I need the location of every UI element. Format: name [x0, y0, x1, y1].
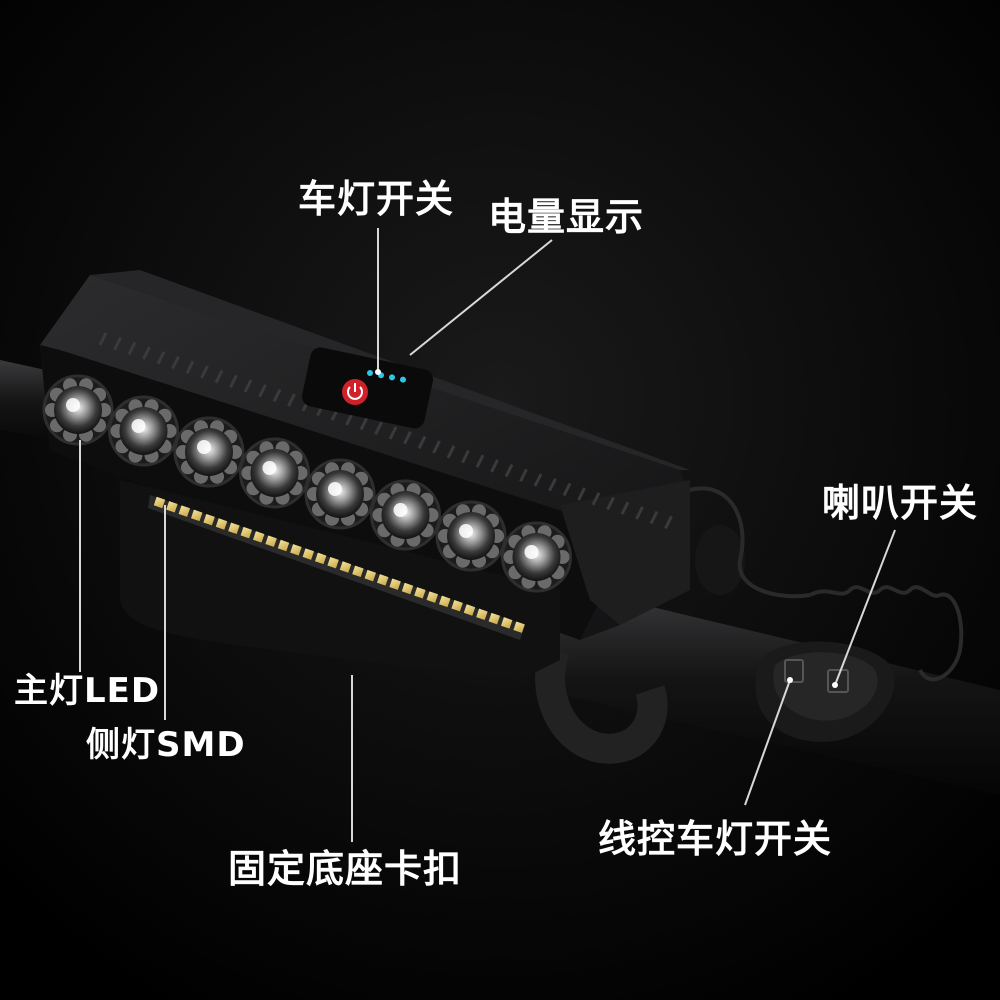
main-led-lens — [173, 416, 245, 488]
smd-cell — [290, 544, 302, 556]
smd-cell — [190, 509, 203, 522]
smd-cell — [463, 604, 476, 616]
leader-dots — [375, 369, 838, 688]
label-wired-switch: 线控车灯开关 — [598, 817, 833, 861]
battery-led — [389, 374, 395, 381]
smd-cell — [228, 522, 240, 535]
smd-cell — [265, 535, 277, 547]
smd-cell — [302, 548, 315, 560]
main-led-lens — [370, 479, 441, 551]
battery-indicator — [367, 370, 406, 383]
label-headlight-switch: 车灯开关 — [298, 177, 455, 221]
smd-cell — [414, 587, 426, 599]
main-led-lens — [239, 437, 310, 509]
smd-cell — [389, 578, 401, 590]
smd-cell — [513, 621, 525, 633]
smd-cell — [451, 599, 463, 612]
light-icon[interactable] — [784, 659, 804, 683]
smd-cell — [352, 565, 364, 578]
smd-cell — [401, 582, 414, 595]
smd-cell — [252, 531, 265, 543]
smd-cell — [277, 539, 290, 552]
ridge-pattern — [98, 332, 673, 529]
battery-led — [367, 370, 373, 376]
main-led-lens — [304, 458, 376, 530]
smd-cell — [476, 608, 488, 621]
smd-cell — [314, 552, 327, 565]
smd-cell — [426, 591, 439, 603]
smd-cell — [364, 569, 377, 582]
control-panel — [301, 347, 434, 429]
label-mount-clip: 固定底座卡扣 — [228, 847, 463, 891]
smd-cell — [327, 556, 339, 569]
horn-icon[interactable] — [827, 669, 849, 693]
smd-cell — [203, 513, 215, 526]
smd-cell — [438, 595, 451, 608]
main-led-lens — [435, 500, 507, 572]
label-battery-display: 电量显示 — [488, 195, 645, 239]
smd-cell — [153, 496, 166, 509]
smd-cell — [240, 526, 253, 539]
main-led-lens — [108, 395, 179, 467]
power-icon — [347, 386, 363, 400]
main-led-array — [42, 374, 572, 593]
wired-remote-switch[interactable] — [755, 641, 895, 742]
side-smd-strip — [148, 495, 525, 640]
power-button[interactable] — [342, 379, 368, 405]
label-horn-switch: 喇叭开关 — [822, 481, 979, 525]
leader-lines — [79, 228, 896, 842]
label-side-smd: 侧灯SMD — [86, 725, 246, 765]
smd-cell — [215, 518, 228, 530]
main-led-lens — [501, 521, 572, 593]
smd-cell — [339, 561, 352, 573]
smd-cell — [376, 574, 389, 586]
label-main-led: 主灯LED — [14, 671, 161, 711]
smd-cell — [178, 505, 191, 517]
smd-cell — [166, 501, 178, 513]
coiled-cable — [689, 486, 964, 682]
main-led-lens — [42, 374, 114, 446]
smd-cell — [500, 617, 513, 629]
battery-led — [400, 376, 406, 383]
smd-cell — [488, 612, 501, 625]
